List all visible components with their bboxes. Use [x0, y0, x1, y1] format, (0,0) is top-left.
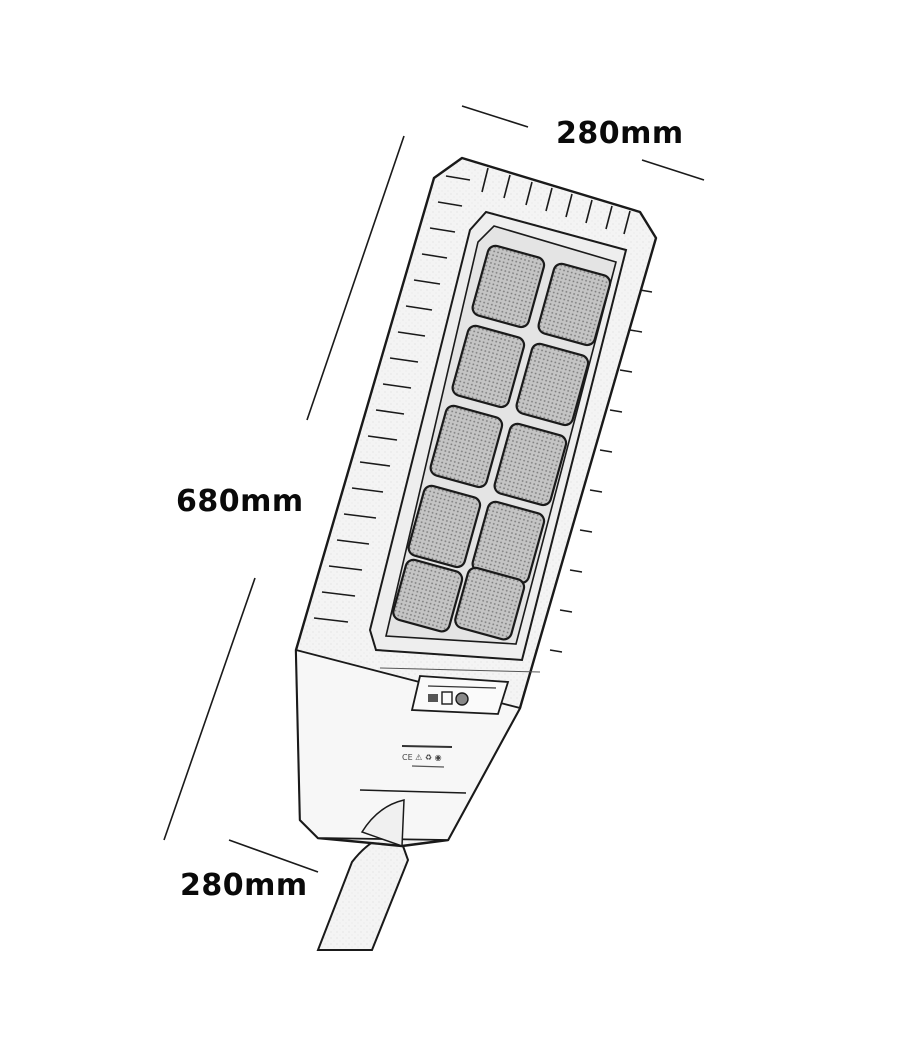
top-width-label: 280mm: [556, 116, 684, 151]
certification-marks: CE ⚠ ♻ ◉: [401, 745, 453, 768]
led-module-array: [392, 244, 612, 641]
bottom-dimension-line: [228, 839, 319, 873]
height-dimension-line-lower: [163, 577, 256, 841]
panel-switch-icon: [428, 694, 438, 702]
control-panel: [410, 675, 510, 715]
led-module: [493, 422, 568, 507]
top-dimension-line-right: [641, 159, 705, 181]
led-module: [392, 558, 464, 633]
panel-button-icon: [441, 691, 453, 705]
led-module: [429, 404, 504, 489]
dimension-lines: [163, 105, 705, 873]
panel-sensor-icon: [455, 692, 469, 706]
cooling-fins-top: [481, 167, 631, 235]
cooling-fins-left: [295, 175, 471, 651]
led-module: [515, 342, 590, 427]
top-dimension-line-left: [461, 105, 529, 128]
svg-text:CE ⚠ ♻ ◉: CE ⚠ ♻ ◉: [402, 753, 442, 762]
led-module: [537, 262, 612, 347]
led-module: [407, 484, 482, 569]
height-dimension-line-upper: [306, 135, 405, 421]
panel-label-text: [427, 685, 497, 689]
height-label: 680mm: [176, 484, 304, 519]
cooling-fins-right: [549, 289, 653, 653]
led-module: [471, 244, 546, 329]
led-module: [454, 566, 526, 641]
bottom-width-label: 280mm: [180, 868, 308, 903]
led-module: [451, 324, 526, 409]
pole: [316, 830, 410, 951]
